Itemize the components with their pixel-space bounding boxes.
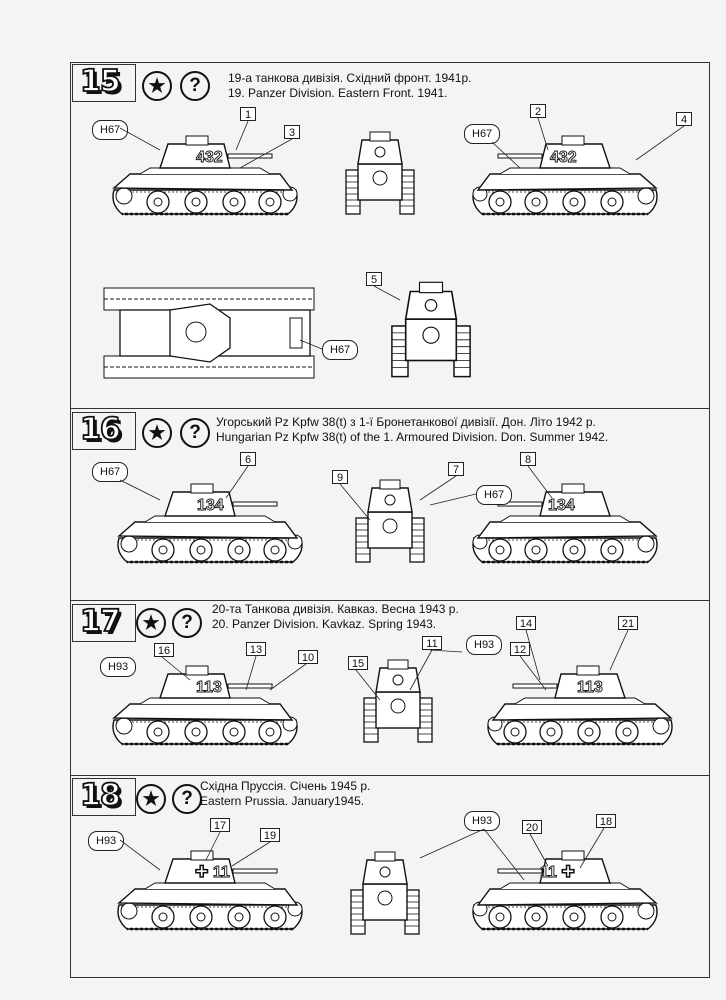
caption-ukrainian: Угорський Pz Kpfw 38(t) з 1-ї Бронетанко… (216, 415, 596, 429)
tank-number: 11 (540, 864, 557, 881)
callout-marker: 19 (260, 828, 280, 842)
decal-label: H93 (100, 657, 137, 677)
callout-marker: 17 (210, 818, 230, 832)
callout-marker: 20 (522, 820, 542, 834)
decal-label: H67 (92, 120, 129, 140)
tank-number: 134 (548, 497, 575, 514)
decal-label: H67 (92, 462, 129, 482)
section-number: 17 (79, 603, 122, 640)
callout-marker: 13 (246, 642, 266, 656)
question-icon: ? (180, 71, 210, 101)
page-frame (70, 62, 710, 978)
tank-right-side-view: 113 (486, 664, 674, 746)
section-divider (70, 600, 710, 601)
callout-marker: 7 (448, 462, 464, 476)
question-icon: ? (172, 608, 202, 638)
callout-marker: 4 (676, 112, 692, 126)
section-number-box (72, 604, 136, 642)
section-divider (70, 775, 710, 776)
tank-left-side-view: ✚ 11 (116, 849, 304, 931)
callout-marker: 14 (516, 616, 536, 630)
svg-text:✚ 11: ✚ 11 (195, 864, 230, 881)
tank-number: 432 (550, 149, 577, 166)
callout-marker: 8 (520, 452, 536, 466)
decal-label: H93 (466, 635, 503, 655)
question-icon: ? (172, 784, 202, 814)
callout-marker: 12 (510, 642, 530, 656)
caption-english: Hungarian Pz Kpfw 38(t) of the 1. Armour… (216, 430, 609, 444)
callout-marker: 3 (284, 125, 300, 139)
caption-english: Eastern Prussia. January1945. (200, 794, 365, 808)
callout-marker: 9 (332, 470, 348, 484)
caption-ukrainian: 20-та Танкова дивізія. Кавказ. Весна 194… (212, 602, 459, 616)
callout-marker: 15 (348, 656, 368, 670)
svg-text:11 ✚: 11 ✚ (540, 864, 575, 881)
tank-top-view (103, 287, 315, 379)
callout-marker: 11 (422, 636, 442, 650)
section-number: 18 (79, 777, 122, 814)
section-number: 16 (79, 411, 122, 448)
caption-ukrainian: Східна Пруссія. Січень 1945 р. (200, 779, 371, 793)
callout-marker: 18 (596, 814, 616, 828)
callout-marker: 6 (240, 452, 256, 466)
decal-label: H67 (476, 485, 513, 505)
star-roundel-icon: ★ (136, 784, 166, 814)
tank-number: 113 (577, 679, 603, 696)
tank-number: 432 (196, 149, 223, 166)
tank-number: 134 (197, 497, 224, 514)
question-icon: ? (180, 418, 210, 448)
decal-label: H93 (464, 811, 501, 831)
tank-number: 11 (213, 864, 230, 881)
tank-number: 113 (196, 679, 222, 696)
tank-left-side-view: 113 (111, 664, 299, 746)
decal-label: H93 (88, 831, 125, 851)
star-roundel-icon: ★ (136, 608, 166, 638)
callout-marker: 2 (530, 104, 546, 118)
caption-ukrainian: 19-а танкова дивізія. Східний фронт. 194… (228, 71, 472, 85)
tank-right-side-view: 432 (471, 134, 659, 216)
caption-english: 20. Panzer Division. Kavkaz. Spring 1943… (212, 617, 437, 631)
section-number-box (72, 64, 136, 102)
tank-left-side-view: 134 (116, 482, 304, 564)
tank-right-side-view: 134 (471, 482, 659, 564)
callout-marker: 16 (154, 643, 174, 657)
section-number-box (72, 412, 136, 450)
caption-english: 19. Panzer Division. Eastern Front. 1941… (228, 86, 448, 100)
section-number-box (72, 778, 136, 816)
callout-marker: 21 (618, 616, 638, 630)
decal-label: H67 (464, 124, 501, 144)
callout-marker: 10 (298, 650, 318, 664)
star-roundel-icon: ★ (142, 418, 172, 448)
callout-marker: 1 (240, 107, 256, 121)
section-divider (70, 408, 710, 409)
tank-right-side-view: 11 ✚ (471, 849, 659, 931)
callout-marker: 5 (366, 272, 382, 286)
tank-left-side-view: 432 (111, 134, 299, 216)
decal-label: H67 (322, 340, 359, 360)
star-roundel-icon: ★ (142, 71, 172, 101)
section-number: 15 (79, 63, 122, 100)
